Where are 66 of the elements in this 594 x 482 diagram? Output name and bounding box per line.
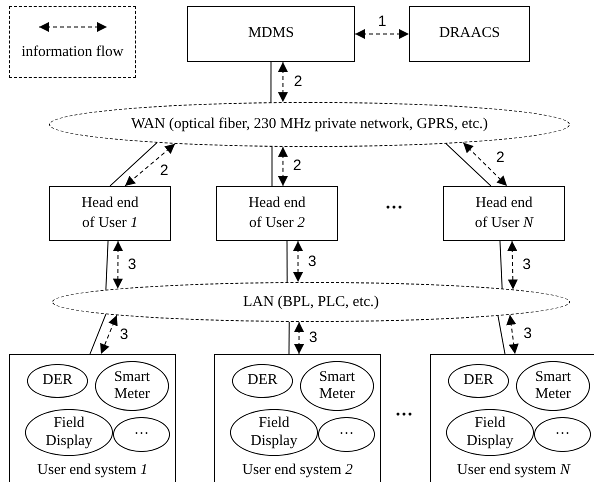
connection-line (90, 314, 106, 354)
edge-label: 3 (120, 326, 128, 342)
process-box (49, 186, 171, 241)
node-label: ··· (134, 426, 149, 444)
information-flow-arrow (507, 240, 518, 290)
connection-line (499, 240, 503, 289)
information-flow-arrow (278, 62, 288, 103)
process-box (216, 186, 338, 241)
system-box (9, 354, 176, 482)
node-label: Head end of User 1 (80, 194, 140, 232)
process-box (187, 6, 355, 62)
node-label: DER (464, 372, 494, 390)
connection-line (498, 315, 506, 354)
ellipsis-text: ··· (395, 405, 414, 423)
connection-line (270, 62, 272, 103)
information-flow-arrow (462, 142, 508, 186)
information-flow-arrow (293, 240, 304, 283)
edge-label: 3 (128, 256, 136, 272)
edge-label: 1 (378, 14, 386, 29)
node-label: ··· (555, 426, 570, 444)
information-flow-arrow (278, 146, 288, 186)
edge-label: 2 (160, 162, 168, 178)
node-label: DER (42, 372, 72, 390)
node-label: Field Display (44, 415, 94, 450)
ellipsis-text: ··· (385, 198, 404, 216)
node-label: Smart Meter (534, 368, 572, 404)
system-label: User end system 2 (241, 461, 354, 480)
connection-line (286, 240, 288, 283)
node-label: MDMS (248, 24, 294, 44)
connection-line (110, 142, 158, 186)
information-flow-arrow (124, 143, 176, 186)
process-box (443, 186, 565, 241)
component-ellipse (318, 417, 375, 452)
node-label: DER (248, 372, 278, 390)
node-label: Field Display (466, 415, 514, 450)
connection-line (105, 240, 109, 290)
component-ellipse (113, 417, 170, 452)
node-label: ··· (339, 426, 354, 444)
edge-label: 3 (522, 257, 531, 272)
network-ellipse (52, 282, 570, 322)
network-ellipse (49, 102, 570, 147)
node-label: Field Display (250, 415, 298, 450)
system-label: User end system N (456, 461, 572, 480)
information-flow-arrow (100, 314, 118, 354)
connection-line (288, 321, 290, 354)
component-ellipse (534, 417, 591, 452)
node-label: Head end of User 2 (247, 194, 307, 232)
node-label: Smart Meter (113, 368, 151, 404)
node-label: LAN (BPL, PLC, etc.) (243, 292, 379, 312)
system-label: User end system 1 (36, 461, 149, 480)
node-label: DRAACS (439, 24, 500, 44)
legend-label: information flow (21, 42, 124, 62)
information-flow-arrow (112, 240, 123, 290)
process-box (409, 6, 530, 62)
system-box (214, 354, 381, 482)
edge-label: 3 (523, 326, 532, 342)
information-flow-arrow (354, 29, 410, 39)
information-flow-arrow (294, 321, 304, 354)
node-label: Head end of User N (474, 194, 535, 232)
edge-label: 3 (309, 330, 318, 345)
node-label: WAN (optical fiber, 230 MHz private network, GPRS, etc.) (131, 115, 488, 134)
system-box (430, 354, 594, 482)
information-flow-arrow (506, 314, 519, 354)
node-label: Smart Meter (318, 368, 356, 404)
edge-label: 3 (308, 254, 316, 268)
connection-line (446, 143, 492, 186)
